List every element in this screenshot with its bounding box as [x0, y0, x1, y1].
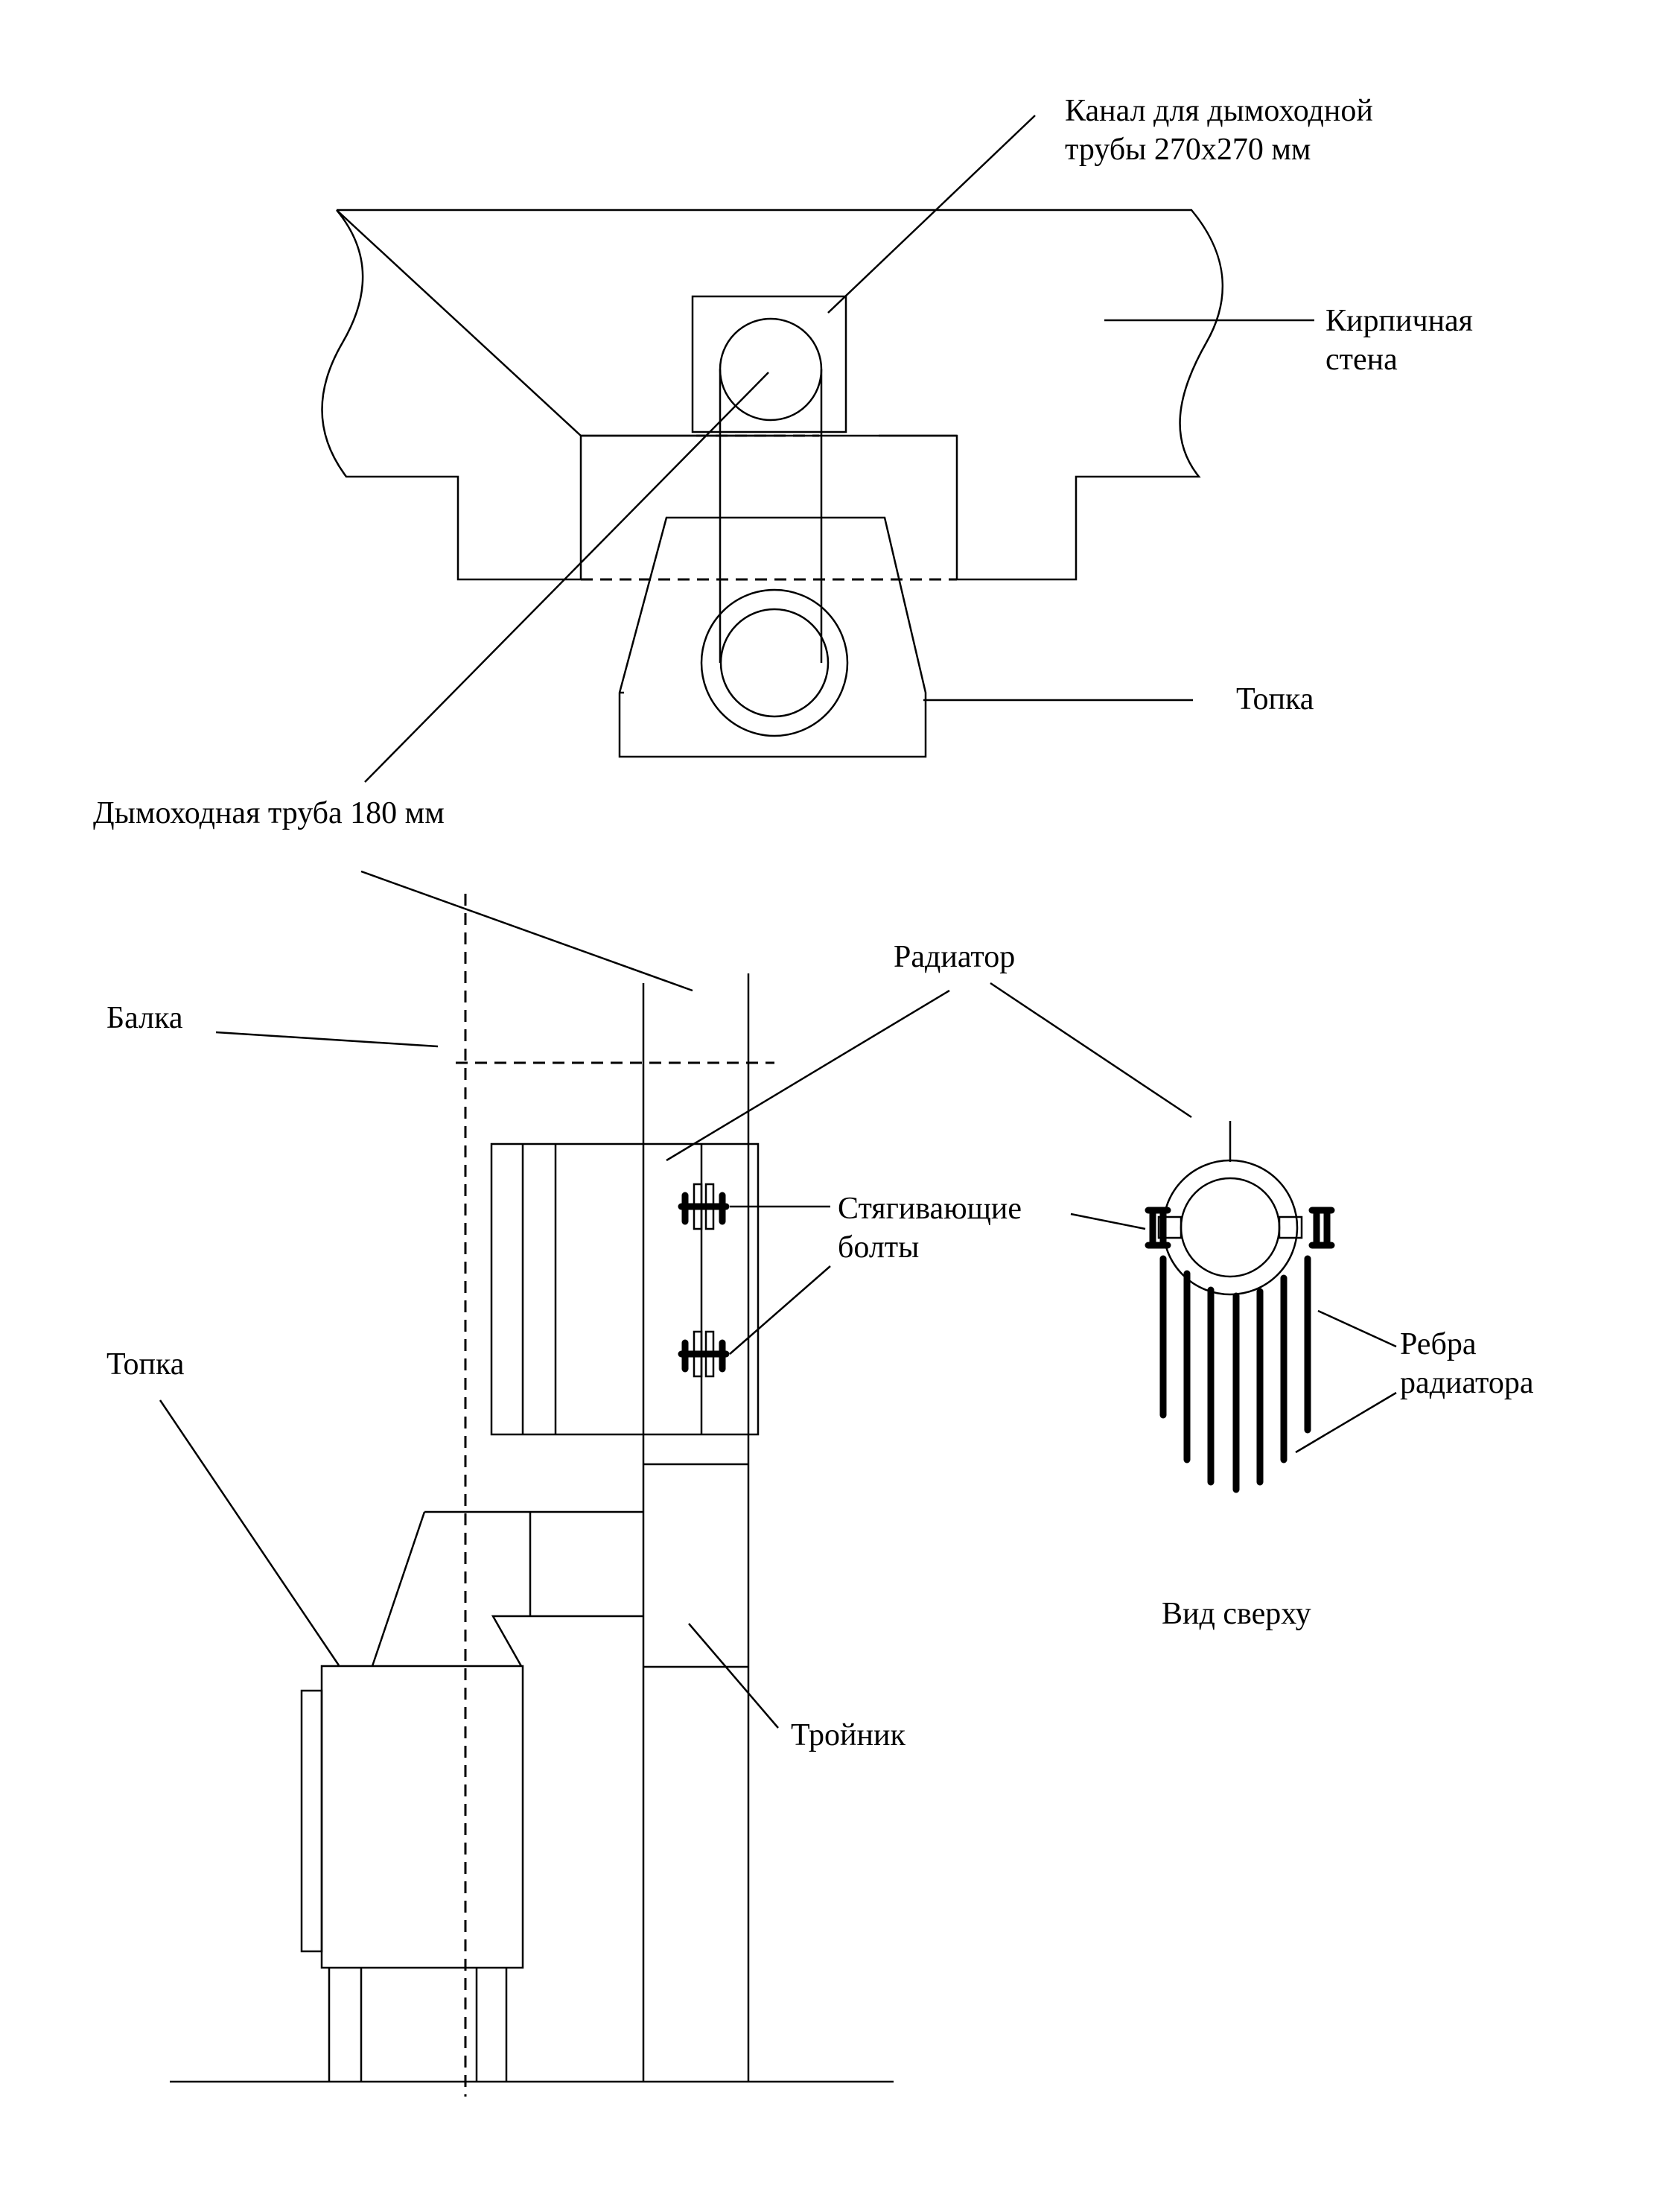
channel-leader [827, 115, 1036, 314]
radiator-block [490, 1142, 760, 1436]
channel-label-1: Канал для дымоходной [1065, 94, 1373, 128]
radiator-leader-right [990, 982, 1192, 1119]
tee-leader [688, 1623, 779, 1729]
firebox-body [320, 1665, 524, 1969]
ribs-leader-lower [1295, 1391, 1397, 1454]
bolts-label-2: болты [838, 1230, 919, 1265]
chimney-pipe-leader [364, 372, 769, 783]
firebox-door [300, 1689, 323, 1953]
brick-wall-label-1: Кирпичная [1325, 304, 1473, 338]
lug-right [1278, 1215, 1303, 1239]
bolts-leader-lower [729, 1265, 831, 1355]
top-bolts-leader [1070, 1213, 1146, 1230]
brick-wall-outline [321, 209, 1224, 581]
top-bolt-left [1145, 1207, 1171, 1249]
ribs-leader-upper [1317, 1309, 1397, 1348]
radiator-ribs [1159, 1255, 1311, 1493]
ribs-label-1: Ребра [1400, 1327, 1477, 1361]
firebox-connector [371, 1510, 643, 1667]
channel-label-2: трубы 270х270 мм [1065, 133, 1311, 167]
tee-label: Тройник [791, 1718, 905, 1752]
plan-view: Канал для дымоходной трубы 270х270 мм Ки… [93, 94, 1473, 830]
beam-label: Балка [106, 1001, 183, 1035]
beam-leader [215, 1031, 439, 1048]
bolt-upper [678, 1183, 730, 1230]
chimney-pipe-label: Дымоходная труба 180 мм [93, 796, 445, 830]
chimney-channel [691, 295, 847, 433]
brick-wall-label-2: стена [1325, 343, 1398, 377]
firebox-side-label: Топка [106, 1347, 185, 1382]
radiator-leader-left [666, 989, 950, 1162]
firebox-plan [618, 516, 927, 758]
ribs-label-2: радиатора [1400, 1366, 1534, 1400]
side-view: Радиатор Балка Стягивающие болты Топка Т… [106, 870, 1192, 2097]
chimney-side-leader [360, 870, 693, 992]
top-bolt-right [1308, 1207, 1335, 1249]
firebox-top-label: Топка [1236, 682, 1314, 716]
radiator-top-view: Ребра радиатора Вид сверху [1070, 1121, 1534, 1631]
top-view-label: Вид сверху [1162, 1597, 1311, 1631]
radiator-label: Радиатор [894, 940, 1015, 974]
firebox-outlet-outer [700, 588, 849, 737]
lug-left [1157, 1215, 1183, 1239]
bolts-label-1: Стягивающие [838, 1192, 1022, 1226]
radiator-outer-ring [1162, 1159, 1299, 1296]
firebox-outlet-inner [719, 608, 830, 718]
firebox-side-leader [159, 1399, 340, 1666]
radiator-inner-ring [1180, 1177, 1281, 1278]
bolt-lower [678, 1330, 730, 1378]
